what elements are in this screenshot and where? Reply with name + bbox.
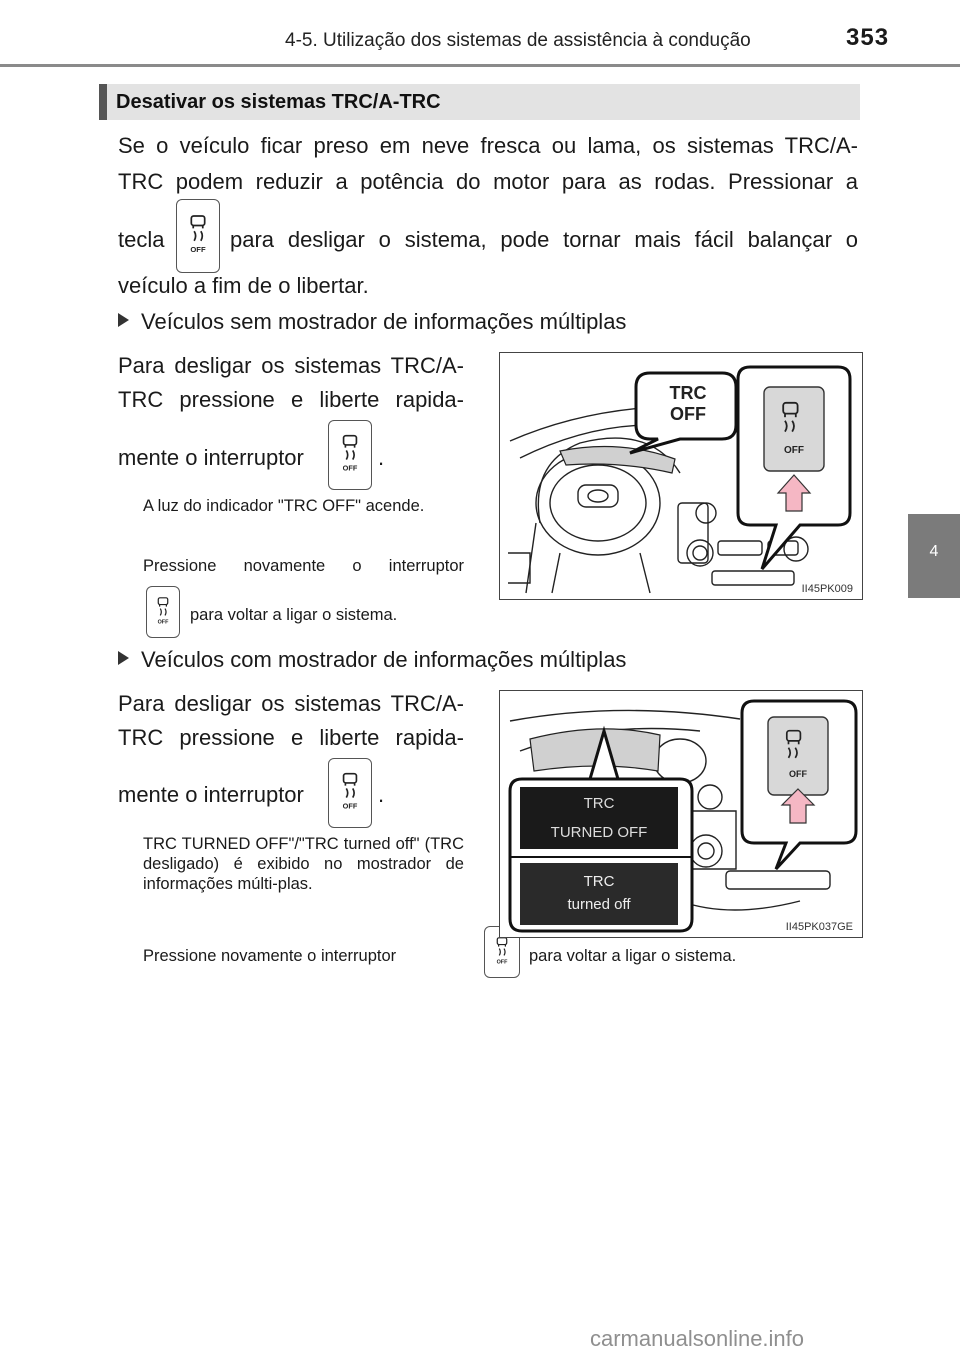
intro-line-4: veículo a fim de o libertar. — [118, 273, 369, 298]
triangle-bullet-icon — [118, 651, 129, 665]
chapter-tab-number-box — [908, 514, 960, 598]
callout-off: OFF — [670, 404, 706, 424]
chapter-number: 4 — [929, 543, 939, 560]
block1-line-3-end: . — [378, 445, 385, 470]
block1-line-3: mente o interruptor — [118, 445, 304, 470]
block1-line-1: Para desligar os sistemas TRC/A- — [118, 353, 464, 378]
trc-off-key-icon — [146, 586, 180, 638]
triangle-bullet-icon — [118, 313, 129, 327]
block2-note-2-start: Pressione novamente o interruptor — [143, 947, 397, 965]
figure-dashboard-multi-info-display: TRC TURNED OFF TRC turned off OFF II45PK… — [499, 690, 863, 938]
figure-1-code: II45PK009 — [798, 583, 856, 595]
block1-note-3: para voltar a ligar o sistema. — [190, 606, 398, 624]
block1-line-2: TRC pressione e liberte rapida- — [118, 387, 464, 412]
section-title-bar: Desativar os sistemas TRC/A-TRC — [99, 84, 860, 120]
block2-note-2-end: para voltar a ligar o sistema. — [529, 947, 737, 965]
figure-1-drawing: TRC OFF OFF — [508, 365, 852, 594]
display-turned-off-lower: turned off — [567, 896, 631, 913]
section-title-marker — [99, 84, 107, 120]
figure-2-code: II45PK037GE — [782, 921, 856, 933]
intro-line-1: Se o veículo ficar preso em neve fresca … — [118, 133, 858, 158]
running-header: 4-5. Utilização dos sistemas de assistên… — [285, 30, 751, 51]
block1-heading: Veículos sem mostrador de informações mú… — [118, 309, 626, 335]
intro-line-2: TRC podem reduzir a potência do motor pa… — [118, 169, 858, 194]
page-number: 353 — [846, 24, 890, 51]
display-trc: TRC — [584, 795, 615, 812]
header-rule — [0, 64, 960, 67]
block2-line-3-end: . — [378, 782, 385, 807]
block2-line-1: Para desligar os sistemas TRC/A- — [118, 691, 464, 716]
trc-off-key-icon — [176, 199, 220, 273]
intro-line-3-end: para desligar o sistema, pode tornar mai… — [230, 227, 858, 252]
display-turned-off: TURNED OFF — [551, 824, 648, 841]
block2-line-2: TRC pressione e liberte rapida- — [118, 725, 464, 750]
figure-2-drawing: TRC TURNED OFF TRC turned off OFF — [508, 699, 858, 933]
block1-note-1: A luz do indicador "TRC OFF" acende. — [143, 497, 425, 515]
chapter-label: Condução — [924, 613, 945, 697]
section-title: Desativar os sistemas TRC/A-TRC — [116, 91, 441, 113]
intro-line-3-start: tecla — [118, 227, 165, 252]
watermark: carmanualsonline.info — [590, 1326, 805, 1351]
callout-trc: TRC — [670, 383, 707, 403]
block1-note-2: Pressione novamente o interruptor — [143, 557, 464, 575]
zoom-key-off-label: OFF — [789, 769, 807, 779]
display-trc-lower: TRC — [584, 873, 615, 890]
zoom-key-off-label: OFF — [784, 445, 804, 456]
block2-heading: Veículos com mostrador de informações mú… — [118, 647, 626, 673]
trc-off-key-icon — [328, 758, 372, 828]
block1-heading-text: Veículos sem mostrador de informações mú… — [141, 309, 627, 334]
block2-line-3: mente o interruptor — [118, 782, 304, 807]
block2-heading-text: Veículos com mostrador de informações mú… — [141, 647, 627, 672]
figure-dashboard-trc-off: TRC OFF OFF II45PK009 — [499, 352, 863, 600]
chapter-label-box: Condução — [908, 600, 960, 710]
trc-off-key-icon — [328, 420, 372, 490]
block2-note-1: TRC TURNED OFF"/"TRC turned off" (TRC de… — [143, 835, 464, 893]
